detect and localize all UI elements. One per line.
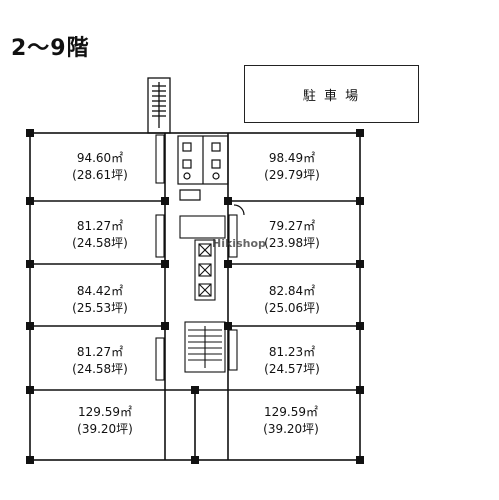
parking-area: 駐 車 場 [244,65,419,123]
unit-area: 84.42㎡ [76,284,124,298]
lower-stair [184,321,226,373]
unit-right-3: 82.84㎡ (25.06坪) [252,283,332,317]
unit-tsubo: (28.61坪) [72,168,128,182]
unit-area: 79.27㎡ [268,219,316,233]
unit-area: 82.84㎡ [268,284,316,298]
unit-left-1: 94.60㎡ (28.61坪) [60,150,140,184]
unit-right-2: 79.27㎡ (23.98坪) [252,218,332,252]
restroom-core [177,135,245,216]
shafts [155,134,238,381]
watermark: Hikishop [212,237,266,250]
unit-tsubo: (25.53坪) [72,301,128,315]
unit-left-4: 81.27㎡ (24.58坪) [60,344,140,378]
top-stair [147,77,171,134]
unit-area: 98.49㎡ [268,151,316,165]
unit-area: 129.59㎡ [78,405,132,419]
unit-left-2: 81.27㎡ (24.58坪) [60,218,140,252]
unit-tsubo: (24.58坪) [72,362,128,376]
unit-right-1: 98.49㎡ (29.79坪) [252,150,332,184]
columns [26,129,364,464]
unit-area: 129.59㎡ [264,405,318,419]
unit-area: 81.23㎡ [268,345,316,359]
unit-right-5: 129.59㎡ (39.20坪) [246,404,336,438]
unit-tsubo: (23.98坪) [264,236,320,250]
unit-tsubo: (25.06坪) [264,301,320,315]
unit-right-4: 81.23㎡ (24.57坪) [252,344,332,378]
unit-tsubo: (29.79坪) [264,168,320,182]
unit-area: 81.27㎡ [76,345,124,359]
floor-label: 2～9階 [11,36,90,61]
unit-left-3: 84.42㎡ (25.53坪) [60,283,140,317]
unit-tsubo: (24.58坪) [72,236,128,250]
unit-tsubo: (24.57坪) [264,362,320,376]
unit-tsubo: (39.20坪) [77,422,133,436]
unit-area: 94.60㎡ [76,151,124,165]
elevator-bank [179,215,226,301]
unit-tsubo: (39.20坪) [263,422,319,436]
parking-label: 駐 車 場 [302,88,361,104]
unit-left-5: 129.59㎡ (39.20坪) [60,404,150,438]
unit-area: 81.27㎡ [76,219,124,233]
